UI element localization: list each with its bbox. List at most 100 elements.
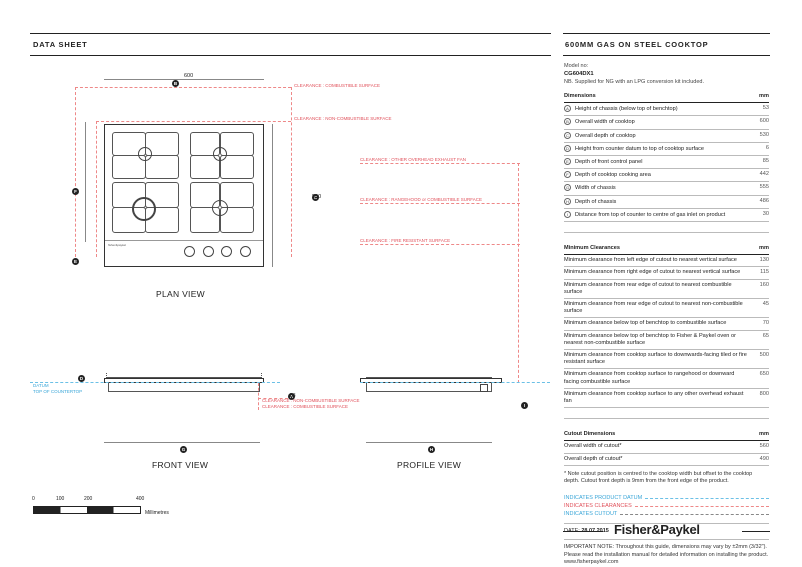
clearance-row-text: Minimum clearance below top of benchtop … <box>564 320 727 327</box>
model-number: CG604DX1 <box>564 71 594 77</box>
scale-tick-400: 400 <box>136 496 145 502</box>
clearance-row-value: 800 <box>747 388 769 409</box>
marker-c-small: C <box>564 131 571 139</box>
clearances-table: Minimum Clearances mm Minimum clearance … <box>564 243 769 420</box>
header-right-title: 600MM GAS ON STEEL COOKTOP <box>565 40 709 49</box>
clr-front-noncombustible-line <box>258 398 288 399</box>
clearance-vline-left-2 <box>96 121 97 257</box>
knob-1 <box>184 246 195 257</box>
marker-h-small: H <box>564 197 571 205</box>
clearances-unit: mm <box>747 243 769 256</box>
clearance-row-text: Minimum clearance from right edge of cut… <box>564 269 741 276</box>
clearance-vline-right <box>291 87 292 257</box>
legend-clearances: INDICATES CLEARANCES <box>564 502 769 510</box>
trivet-ml-2 <box>145 155 179 179</box>
legend-clearances-text: INDICATES CLEARANCES <box>564 503 632 510</box>
clearance-row: Minimum clearance from cooktop surface t… <box>564 349 769 370</box>
clr-overhead-fan-label: CLEARANCE : OTHER OVERHEAD EXHAUST FAN <box>360 157 466 162</box>
marker-f-small: F <box>564 171 571 179</box>
clearance-vline-left-1 <box>75 87 76 257</box>
clearance-row-text: Minimum clearance from cooktop surface t… <box>564 352 747 366</box>
clearance-row-label: Minimum clearance from left edge of cuto… <box>564 254 747 268</box>
marker-b-small: B <box>564 118 571 126</box>
dimension-row-text: Height from counter datum to top of cook… <box>575 145 705 152</box>
clearance-row-value: 45 <box>747 298 769 319</box>
clearance-row-label: Minimum clearance below top of benchtop … <box>564 317 747 331</box>
clr-combustible-label: CLEARANCE : COMBUSTIBLE SURFACE <box>294 83 381 88</box>
clearance-row: Minimum clearance from rear edge of cuto… <box>564 279 769 300</box>
dim-vline-f <box>85 122 86 242</box>
front-chassis <box>108 383 260 392</box>
clearance-row-value: 160 <box>747 279 769 300</box>
clearance-blank-row <box>564 407 769 420</box>
brand-mark-plan: fisher&paykel <box>108 243 127 247</box>
clearance-row-text: Minimum clearance from rear edge of cuto… <box>564 281 732 295</box>
top-rule-right <box>563 33 770 34</box>
clearance-row-label: Minimum clearance from cooktop surface t… <box>564 388 747 409</box>
dimension-row-label: B Overall width of cooktop <box>564 115 747 130</box>
trivet-br-3 <box>190 207 220 233</box>
clearance-row-label: Minimum clearance from rear edge of cuto… <box>564 279 747 300</box>
model-label: Model no: <box>564 63 589 69</box>
scale-unit: Millimetres <box>145 510 169 516</box>
clearance-row: Minimum clearance below top of benchtop … <box>564 317 769 331</box>
dimension-row: F Depth of cooktop cooking area 442 <box>564 168 769 183</box>
scale-bar-graphic <box>33 506 141 514</box>
cutout-row-label: Overall width of cutout* <box>564 440 747 454</box>
clearance-row-value: 65 <box>747 330 769 351</box>
cutout-row-value: 490 <box>747 453 769 466</box>
profile-trivets <box>366 373 492 378</box>
important-note: IMPORTANT NOTE: Throughout this guide, d… <box>564 544 769 566</box>
dimension-row-value: 53 <box>747 102 769 117</box>
dimension-row-value: 530 <box>747 129 769 143</box>
dimension-row-text: Depth of front control panel <box>575 159 643 166</box>
dimension-row-text: Overall width of cooktop <box>575 119 635 126</box>
marker-b: B <box>172 80 179 87</box>
clearance-row-value: 500 <box>747 349 769 370</box>
dimension-row-value: 442 <box>747 168 769 183</box>
burner-wok <box>132 197 156 221</box>
dimension-row-text: Depth of cooktop cooking area <box>575 172 651 179</box>
clr-rangehood-line <box>360 203 520 204</box>
marker-c: C <box>312 194 319 201</box>
brand-logo: Fisher&Paykel <box>614 522 700 537</box>
header-rule-left <box>30 55 551 56</box>
trivet-mr-1 <box>190 155 220 179</box>
trivet-mr-2 <box>220 155 254 179</box>
dimension-row-value: 555 <box>747 181 769 196</box>
legend-cutout-text: INDICATES CUTOUT <box>564 511 618 518</box>
datum-line-front <box>30 382 280 383</box>
dim-line-h <box>366 442 492 443</box>
dim-600-label: 600 <box>184 73 194 79</box>
clr-fire-resistant-label: CLEARANCE : FIRE RESISTANT SURFACE <box>360 238 451 243</box>
burner-tl <box>138 147 152 161</box>
burner-br <box>212 200 228 216</box>
clearance-row-value: 70 <box>747 317 769 331</box>
dimension-row-text: Depth of chassis <box>575 198 617 205</box>
marker-h: H <box>428 446 435 453</box>
marker-d-small: D <box>564 144 571 152</box>
dim-53-label: 53 <box>290 393 296 399</box>
footer-rule-left <box>563 531 603 532</box>
clearance-row-value: 130 <box>747 254 769 268</box>
clearance-line-noncombustible <box>96 121 291 122</box>
cutout-row: Overall width of cutout*560 <box>564 440 769 454</box>
dimension-blank-row <box>564 221 769 234</box>
clr-front-noncombustible-label: CLEARANCE : NON-COMBUSTIBLE SURFACE <box>262 398 360 403</box>
footer-rule-right <box>742 531 770 532</box>
cutout-row-text: Overall width of cutout* <box>564 443 622 450</box>
dimension-row-label: F Depth of cooktop cooking area <box>564 168 747 183</box>
control-panel-divider <box>105 240 263 241</box>
datum-label: DATUM <box>33 383 49 388</box>
clearance-row: Minimum clearance from cooktop surface t… <box>564 368 769 389</box>
clearances-header: Minimum Clearances <box>564 243 747 256</box>
datum-sub-label: TOP OF COUNTERTOP <box>33 389 83 394</box>
clearance-row: Minimum clearance from cooktop surface t… <box>564 388 769 409</box>
